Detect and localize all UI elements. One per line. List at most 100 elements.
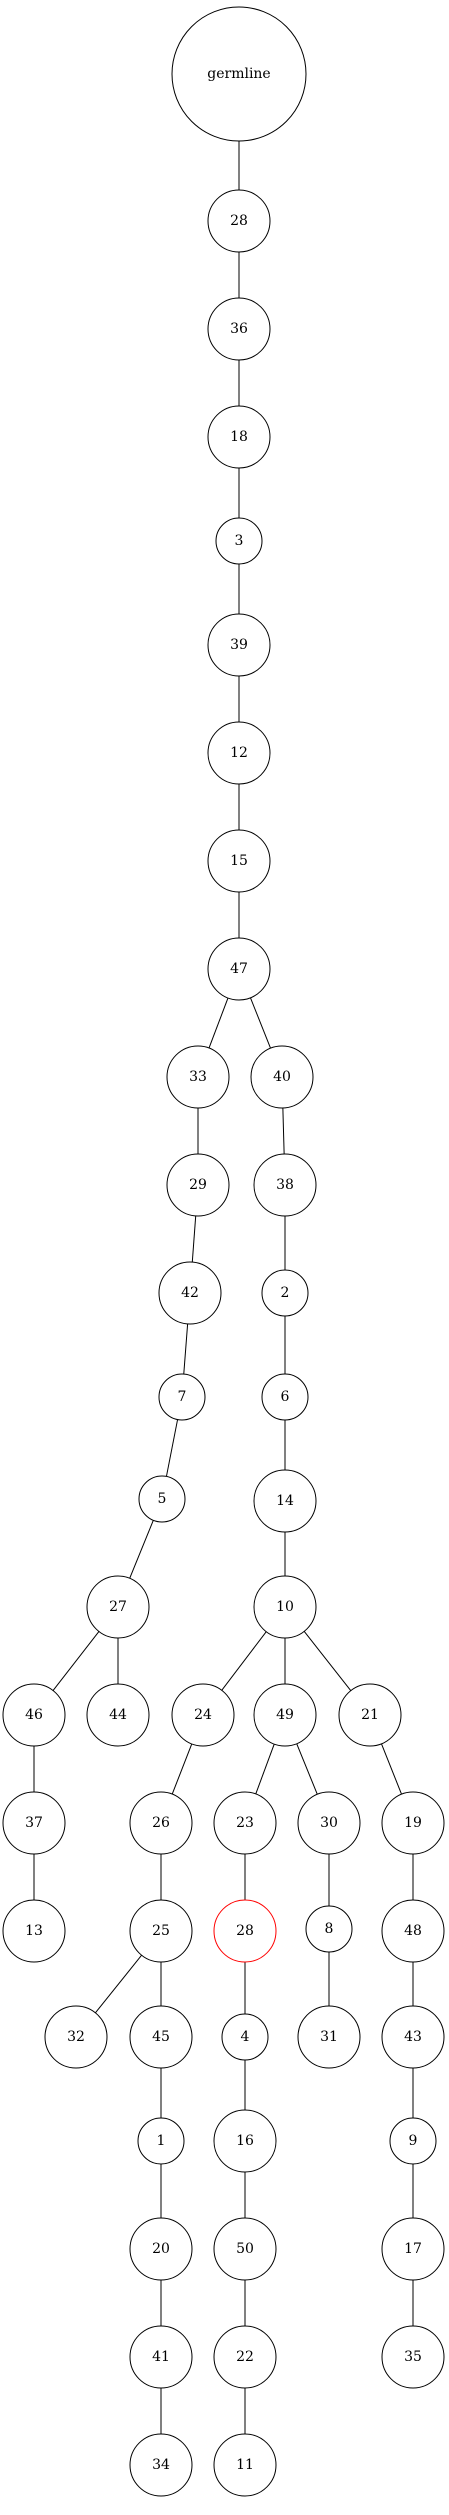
node-label: 23 (236, 1815, 254, 1831)
node-circle (86, 1683, 150, 1747)
node-circle (213, 2109, 277, 2173)
node-circle (158, 1373, 206, 1421)
tree-node: 46 (2, 1683, 66, 1747)
node-circle (129, 2325, 193, 2389)
tree-node: 44 (86, 1683, 150, 1747)
edge-29-42 (191, 1215, 197, 1263)
node-label: 17 (404, 2241, 422, 2257)
node-label: 15 (230, 853, 248, 869)
tree-node: 34 (129, 2433, 193, 2497)
edge-49-30 (296, 1743, 318, 1795)
node-label: 9 (409, 2133, 418, 2149)
tree-node: 12 (207, 721, 271, 785)
node-label: 12 (230, 745, 248, 761)
node-label: 32 (67, 2029, 85, 2045)
tree-node: 11 (213, 2433, 277, 2497)
tree-node: 29 (166, 1153, 230, 1217)
node-circle (261, 1269, 309, 1317)
node-label: 44 (109, 1707, 127, 1723)
tree-node: 6 (261, 1373, 309, 1421)
node-label: 45 (152, 2029, 170, 2045)
node-circle (158, 1261, 222, 1325)
node-label: 30 (320, 1815, 338, 1831)
tree-node: 32 (44, 2005, 108, 2069)
tree-node: 43 (381, 2005, 445, 2069)
edge-24-26 (171, 1743, 193, 1795)
node-circle (166, 1153, 230, 1217)
edge-47-33 (208, 997, 229, 1049)
node-label: 19 (404, 1815, 422, 1831)
node-circle (171, 6, 307, 142)
node-label: 40 (273, 1069, 291, 1085)
node-circle (213, 2217, 277, 2281)
node-circle (213, 2325, 277, 2389)
tree-node: 16 (213, 2109, 277, 2173)
tree-node: 23 (213, 1791, 277, 1855)
tree-node: 1 (137, 2117, 185, 2165)
node-circle (221, 2013, 269, 2061)
node-circle (381, 2217, 445, 2281)
tree-node: 36 (207, 297, 271, 361)
tree-node: 4 (221, 2013, 269, 2061)
tree-node: 13 (2, 1899, 66, 1963)
node-circle (44, 2005, 108, 2069)
node-label: 42 (181, 1285, 199, 1301)
node-label: 38 (276, 1177, 294, 1193)
node-label: 24 (194, 1707, 212, 1723)
edge-27-46 (52, 1631, 100, 1691)
node-circle (253, 1153, 317, 1217)
node-circle (138, 1475, 186, 1523)
node-circle (250, 1045, 314, 1109)
node-circle (381, 1899, 445, 1963)
node-label: 35 (404, 2349, 422, 2365)
node-label: 28 (230, 213, 248, 229)
node-circle (2, 1791, 66, 1855)
node-circle (297, 2005, 361, 2069)
node-label: 48 (404, 1923, 422, 1939)
node-label: 7 (178, 1389, 187, 1405)
tree-node: 14 (253, 1469, 317, 1533)
node-circle (86, 1575, 150, 1639)
node-label: 33 (189, 1069, 207, 1085)
node-label: 5 (158, 1491, 167, 1507)
node-circle (389, 2117, 437, 2165)
tree-node: 33 (166, 1045, 230, 1109)
tree-node: 15 (207, 829, 271, 893)
tree-node: 17 (381, 2217, 445, 2281)
node-label: 8 (325, 1921, 334, 1937)
node-circle (381, 1791, 445, 1855)
node-label: 39 (230, 637, 248, 653)
node-circle (2, 1899, 66, 1963)
node-label: 29 (189, 1177, 207, 1193)
edge-21-19 (381, 1743, 402, 1795)
node-circle (338, 1683, 402, 1747)
node-circle (215, 517, 263, 565)
node-label: 2 (281, 1285, 290, 1301)
edge-47-40 (250, 997, 271, 1049)
node-label: 20 (152, 2241, 170, 2257)
node-circle (207, 721, 271, 785)
node-label: 6 (281, 1389, 290, 1405)
node-circle (381, 2005, 445, 2069)
node-circle (166, 1045, 230, 1109)
node-label: 25 (152, 1923, 170, 1939)
node-circle (261, 1373, 309, 1421)
node-label: 4 (241, 2029, 250, 2045)
tree-node: 10 (253, 1575, 317, 1639)
tree-node: 25 (129, 1899, 193, 1963)
node-circle (253, 1683, 317, 1747)
node-circle (207, 937, 271, 1001)
node-label: 26 (152, 1815, 170, 1831)
node-circle (171, 1683, 235, 1747)
node-label: 14 (276, 1493, 294, 1509)
tree-node: 37 (2, 1791, 66, 1855)
node-label: 46 (25, 1707, 43, 1723)
root-node: germline (171, 6, 307, 142)
tree-edges (33, 141, 414, 2434)
node-label: 28 (236, 1923, 254, 1939)
tree-node: 40 (250, 1045, 314, 1109)
tree-node: 28 (207, 189, 271, 253)
tree-node: 42 (158, 1261, 222, 1325)
edge-10-21 (303, 1631, 352, 1691)
node-circle (207, 189, 271, 253)
